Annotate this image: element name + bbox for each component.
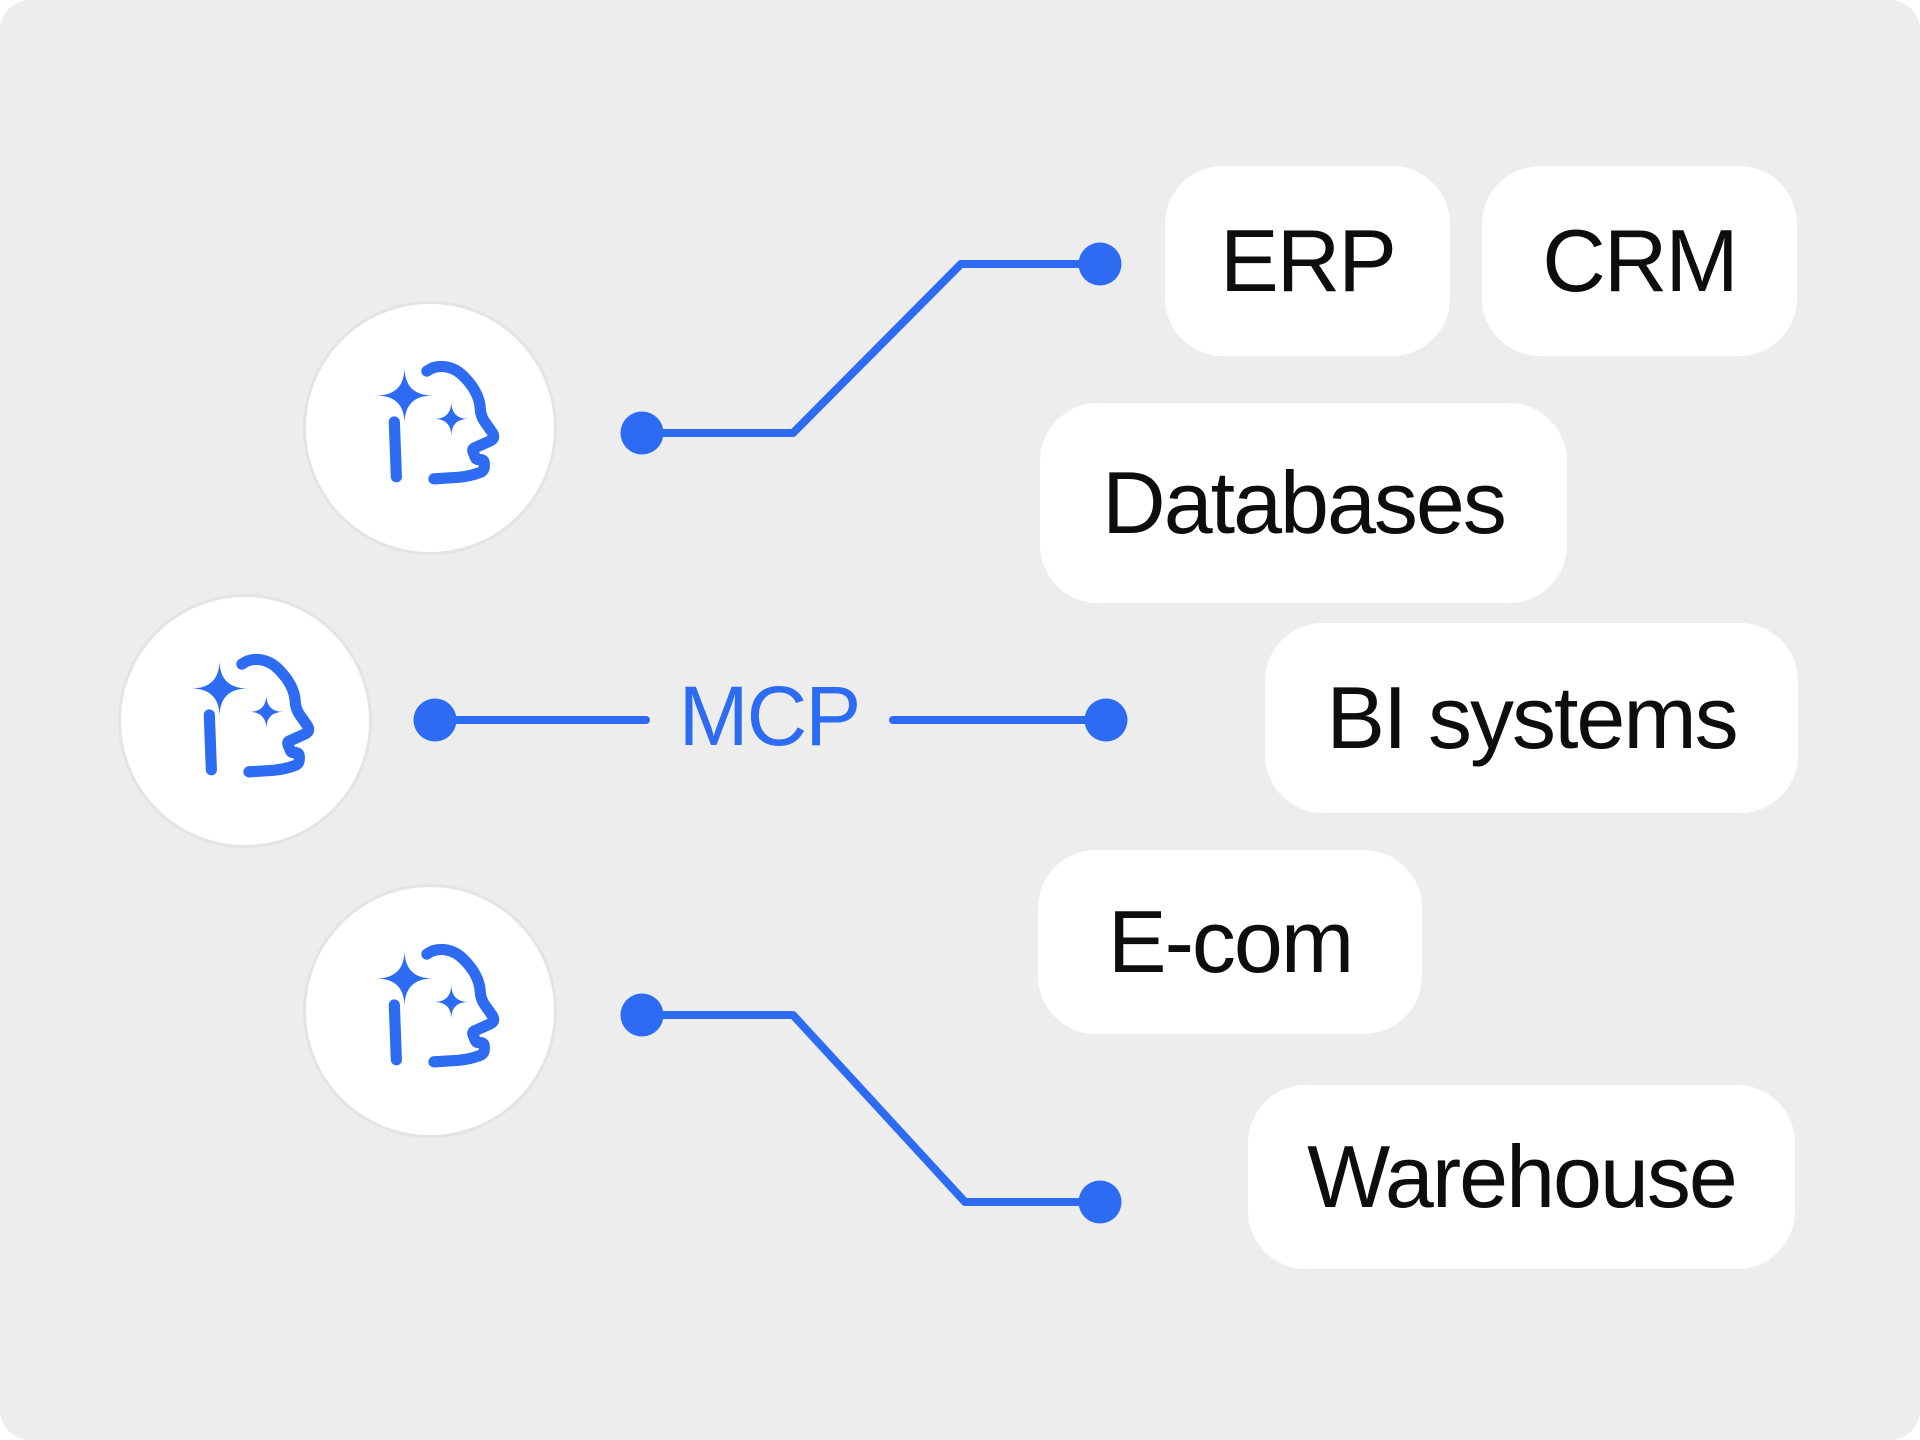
agent-node-middle — [118, 594, 372, 848]
connector-path-top — [638, 260, 1104, 437]
agent-node-top — [303, 301, 557, 555]
connector-dot — [1084, 698, 1128, 742]
system-pill-bi-systems: BI systems — [1265, 623, 1798, 813]
connector-dot — [620, 993, 664, 1037]
mcp-hub-label: MCP — [678, 668, 862, 763]
ai-face-sparkles-icon — [376, 943, 500, 1068]
connector-dot — [1078, 1180, 1122, 1224]
system-pill-erp: ERP — [1165, 166, 1450, 356]
agent-node-bottom — [303, 884, 557, 1138]
system-pill-crm: CRM — [1482, 166, 1797, 356]
ai-face-sparkles-icon — [376, 360, 500, 485]
ai-face-sparkles-icon — [191, 653, 315, 778]
connector-dot — [620, 411, 664, 455]
system-pill-ecom: E-com — [1038, 850, 1422, 1034]
connector-dot — [1078, 242, 1122, 286]
system-pill-databases: Databases — [1040, 403, 1567, 603]
system-pill-warehouse: Warehouse — [1248, 1085, 1795, 1269]
connector-dot — [413, 698, 457, 742]
connector-path-bottom — [638, 1011, 1104, 1206]
